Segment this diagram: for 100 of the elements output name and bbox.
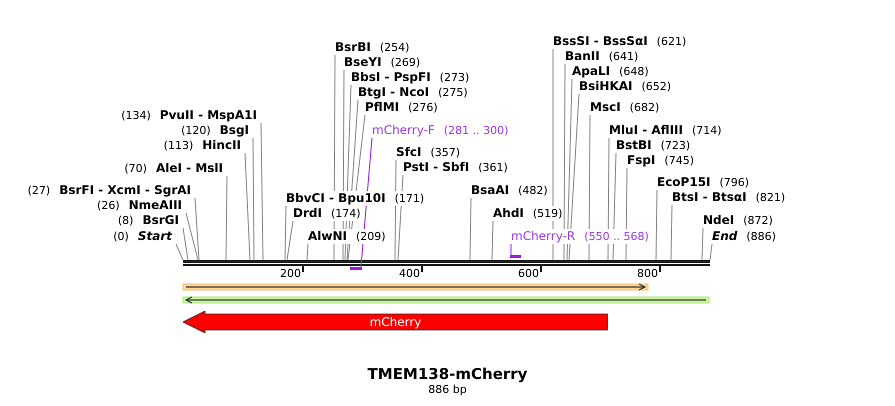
leader-line <box>306 244 308 260</box>
node-label: HincII <box>202 138 241 152</box>
node-label: (357) <box>430 146 460 159</box>
node-label: AhdI <box>493 206 524 220</box>
restriction-site-label: (120) BsgI <box>180 123 250 138</box>
leader-line <box>510 244 512 256</box>
leader-line <box>252 138 254 260</box>
restriction-site-label: BssSI - BssSαI (621) <box>552 34 688 49</box>
node-label: BtsI - BtsαI <box>672 190 747 204</box>
node-label: BseYI <box>344 55 382 69</box>
node-label: BsgI <box>220 123 249 137</box>
node-label: PflMI <box>365 100 400 114</box>
node-label: Start <box>138 229 172 243</box>
node-label: ApaLI <box>572 64 610 78</box>
node-label: BsrGI <box>142 213 179 227</box>
restriction-site-label: (113) HincII <box>162 138 242 153</box>
restriction-site-label: BanII (641) <box>564 49 640 64</box>
node-label: BstBI <box>616 138 652 152</box>
primer-label: mCherry-R (550 .. 568) <box>510 229 650 244</box>
node-label: (0) <box>113 230 129 243</box>
node-label: (723) <box>660 139 690 152</box>
ruler-label: 600 <box>518 267 539 280</box>
restriction-site-label: BbvCI - Bpu10I (171) <box>285 191 426 206</box>
leader-line <box>608 138 610 260</box>
leader-line <box>244 152 250 260</box>
restriction-site-label: BtsI - BtsαI (821) <box>671 190 786 205</box>
node-label: (519) <box>532 207 562 220</box>
leader-line <box>176 244 184 260</box>
ruler-label: 800 <box>637 267 658 280</box>
restriction-site-label: MscI (682) <box>589 100 660 115</box>
primer-bar <box>510 255 521 258</box>
ruler-label: 200 <box>280 267 301 280</box>
node-label: AleI - MslI <box>156 161 223 175</box>
node-label: PstI - SbfI <box>403 160 470 174</box>
restriction-site-label: ApaLI (648) <box>571 64 650 79</box>
leader-line <box>286 220 294 260</box>
node-label: BanII <box>565 49 600 63</box>
restriction-site-label: BsrBI (254) <box>334 40 410 55</box>
size-caption: 886 bp <box>427 383 468 396</box>
primer-label: mCherry-F (281 .. 300) <box>371 123 510 138</box>
node-label: (8) <box>118 214 134 227</box>
leader-line <box>566 78 572 260</box>
node-label: (641) <box>608 50 638 63</box>
restriction-site-label: BstBI (723) <box>615 138 692 153</box>
node-label: (171) <box>394 192 424 205</box>
restriction-site-label: BbsI - PspFI (273) <box>350 70 470 85</box>
restriction-site-label: End (886) <box>711 229 777 244</box>
leader-line <box>284 206 286 260</box>
leader-line <box>260 122 264 260</box>
restriction-site-label: BseYI (269) <box>343 55 422 70</box>
feature-track <box>182 296 710 304</box>
leader-line <box>564 64 566 260</box>
restriction-site-label: (8) BsrGI <box>116 213 180 228</box>
node-label: (886) <box>746 230 776 243</box>
sequence-line <box>183 260 710 266</box>
node-label: BsiHKAI <box>579 79 632 93</box>
primer-bar <box>350 267 362 270</box>
node-label: BsrBI <box>335 40 371 54</box>
node-label: (273) <box>440 71 470 84</box>
leader-line <box>568 94 580 260</box>
node-label: BtgI - NcoI <box>358 85 430 99</box>
node-label: (27) <box>28 184 50 197</box>
restriction-site-label: BsaAI (482) <box>470 183 549 198</box>
node-label: MluI - AflIII <box>609 123 683 137</box>
restriction-site-label: AhdI (519) <box>492 206 564 221</box>
leader-line <box>226 176 228 260</box>
node-label: FspI <box>627 153 656 167</box>
node-label: (275) <box>438 86 468 99</box>
restriction-site-label: BtgI - NcoI (275) <box>357 85 469 100</box>
node-label: End <box>712 229 738 243</box>
node-label: (621) <box>656 35 686 48</box>
node-label: (482) <box>518 184 548 197</box>
ruler-label: 400 <box>399 267 420 280</box>
restriction-site-label: SfcI (357) <box>395 145 462 160</box>
leader-line <box>194 198 200 260</box>
restriction-site-label: MluI - AflIII (714) <box>608 123 723 138</box>
node-label: MscI <box>590 100 621 114</box>
leader-line <box>470 198 472 260</box>
node-label: SfcI <box>396 145 422 159</box>
node-label: (254) <box>380 41 410 54</box>
restriction-site-label: EcoP15I (796) <box>656 175 750 190</box>
feature-track <box>182 283 648 291</box>
restriction-site-label: NdeI (872) <box>702 213 774 228</box>
restriction-site-label: PflMI (276) <box>364 100 439 115</box>
node-label: (796) <box>720 176 750 189</box>
node-label: BsrFI - XcmI - SgrAI <box>59 183 191 197</box>
node-label: (361) <box>478 161 508 174</box>
node-label: (120) <box>181 124 211 137</box>
restriction-site-label: BsiHKAI (652) <box>578 79 672 94</box>
feature-label: mCherry <box>370 314 422 330</box>
node-label: mCherry-F <box>372 123 435 137</box>
restriction-site-label: FspI (745) <box>626 153 695 168</box>
leader-line <box>186 212 198 260</box>
leader-line <box>182 228 188 260</box>
node-label: BssSI - BssSαI <box>553 34 648 48</box>
restriction-site-label: PstI - SbfI (361) <box>402 160 509 175</box>
node-label: EcoP15I <box>657 175 711 189</box>
restriction-site-label: (0) Start <box>112 229 173 244</box>
leader-line <box>670 204 672 260</box>
node-label: NdeI <box>703 213 734 227</box>
